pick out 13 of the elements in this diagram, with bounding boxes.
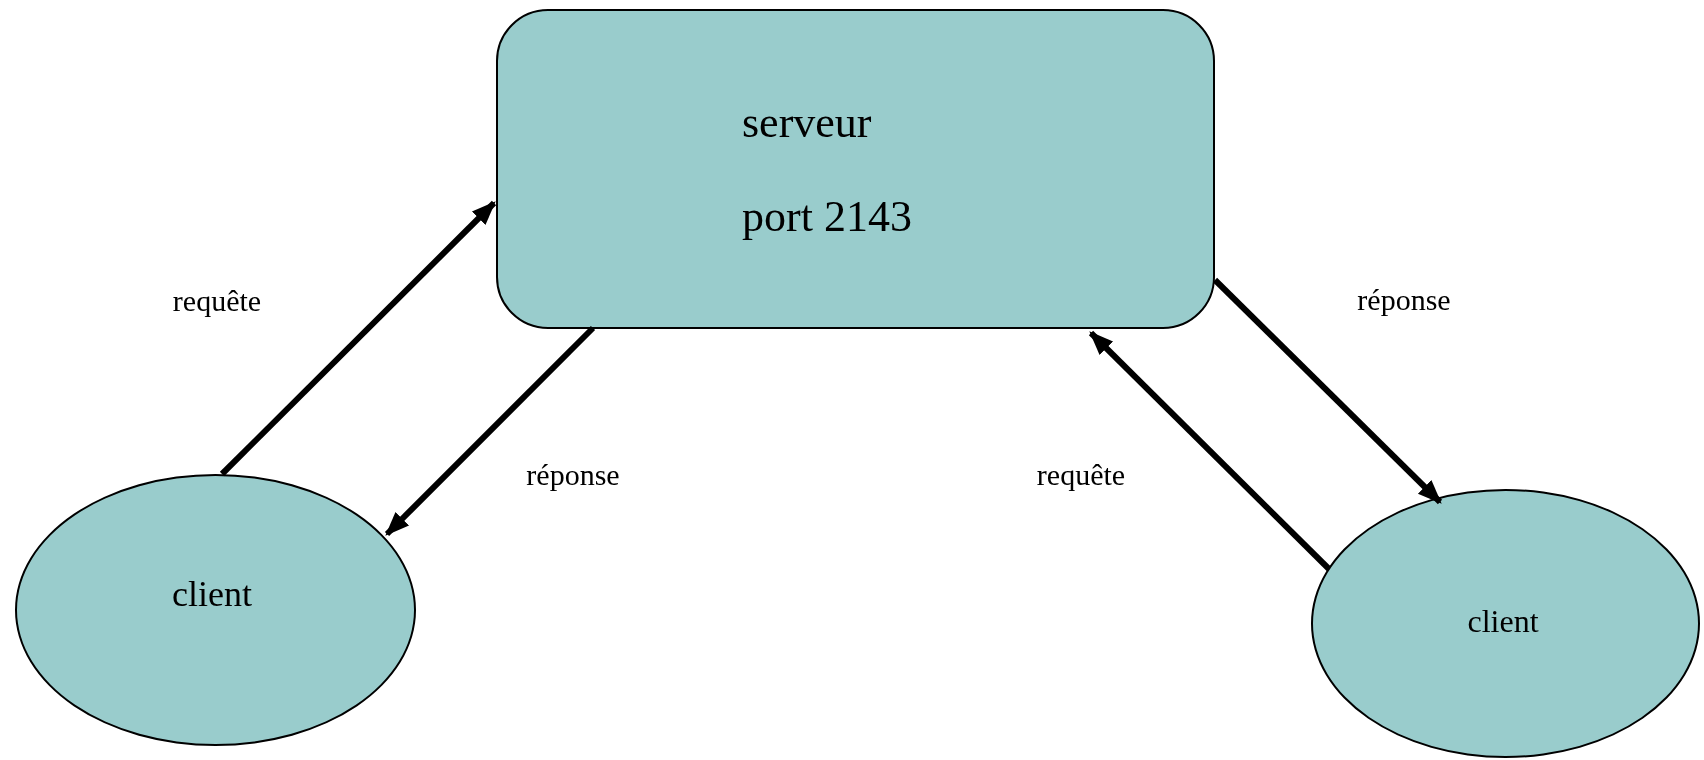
arrow [1212,277,1443,505]
node-subtitle: port 2143 [742,190,912,242]
edge-label: réponse [526,458,620,492]
arrow [219,200,497,477]
edge-label: requête [1036,458,1126,492]
arrow [1088,330,1332,572]
node-label: client [172,573,252,615]
node-title: serveur [742,96,872,148]
arrow [384,325,596,537]
edge-label: réponse [1357,283,1451,317]
node-label: client [1467,602,1539,640]
server-box [496,9,1215,329]
edge-label: requête [172,284,262,318]
